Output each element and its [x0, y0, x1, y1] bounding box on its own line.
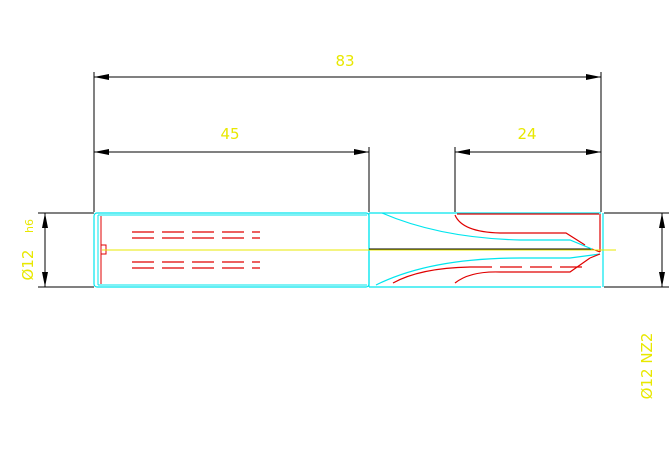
cutting-arrow-left	[455, 149, 470, 155]
shank-diameter-label: Ø12	[19, 250, 37, 281]
cutter-arrow-bottom	[659, 272, 665, 287]
cutting-arrow-right	[586, 149, 601, 155]
lower-flute-red-outer	[392, 266, 471, 284]
cutter-spec-label: Ø12 NZ2	[638, 333, 656, 400]
cutting-head	[369, 212, 604, 288]
cutting-length-dimension: 24	[454, 125, 601, 212]
diameter-arrow-top	[42, 213, 48, 228]
overall-arrow-left	[94, 74, 109, 80]
cutting-length-label: 24	[517, 125, 536, 143]
overall-arrow-right	[586, 74, 601, 80]
lower-flute-cyan	[375, 253, 601, 286]
upper-flute-red	[454, 214, 586, 246]
shank-body	[93, 212, 370, 288]
overall-length-label: 83	[335, 52, 354, 70]
shank-length-dimension: 45	[94, 125, 370, 212]
diameter-arrow-bottom	[42, 272, 48, 287]
shank-tolerance-label: h6	[23, 219, 36, 233]
shank-arrow-right	[354, 149, 369, 155]
overall-length-dimension: 83	[93, 52, 602, 212]
shank-length-label: 45	[220, 125, 239, 143]
cutter-diameter-dimension: Ø12 NZ2	[604, 212, 669, 400]
shank-arrow-left	[94, 149, 109, 155]
lower-tip-line	[589, 253, 601, 259]
upper-flute-cyan	[381, 212, 593, 250]
cutter-arrow-top	[659, 213, 665, 228]
lower-flute-red-inner	[454, 257, 591, 284]
shank-diameter-dimension: Ø12 h6	[19, 212, 94, 288]
